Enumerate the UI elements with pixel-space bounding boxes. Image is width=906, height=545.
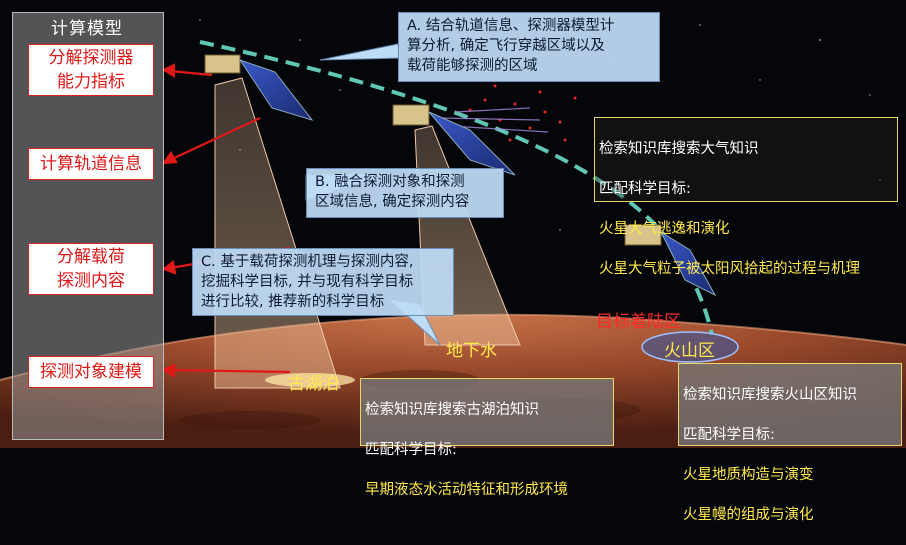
volcano-region-marker: [641, 331, 739, 363]
atmosphere-goal-1: 火星大气逃逸和演化: [599, 221, 730, 237]
satellite-1: [204, 54, 314, 121]
callout-a: A. 结合轨道信息、探测器模型计 算分析, 确定飞行穿越区域以及 载荷能够探测的…: [398, 12, 660, 82]
atmosphere-knowledge-box: 检索知识库搜索大气知识 匹配科学目标: 火星大气逃逸和演化 火星大气粒子被太阳风…: [594, 117, 898, 277]
satellite-3: [624, 224, 717, 297]
payload-content-box: 分解载荷 探测内容: [28, 243, 154, 295]
solar-wind-particles: [439, 84, 577, 142]
volcano-match-text: 匹配科学目标:: [683, 427, 775, 443]
ancient-lake-glow: [265, 373, 355, 387]
object-modeling-box: 探测对象建模: [28, 356, 154, 388]
panel-title: 计算模型: [51, 19, 123, 39]
volcano-search-text: 检索知识库搜索火山区知识: [683, 387, 857, 403]
callout-c: C. 基于载荷探测机理与探测内容, 挖掘科学目标, 并与现有科学目标 进行比较,…: [192, 248, 454, 316]
lake-match-text: 匹配科学目标:: [365, 442, 457, 458]
volcano-knowledge-box: 检索知识库搜索火山区知识 匹配科学目标: 火星地质构造与演变 火星幔的组成与演化: [678, 363, 902, 523]
landing-zone-label: 目标着陆区: [596, 312, 681, 332]
atmosphere-goal-2: 火星大气粒子被太阳风拾起的过程与机理: [599, 261, 860, 277]
underground-water-label: 地下水: [446, 341, 497, 361]
volcano-area-label: 火山区: [664, 341, 715, 361]
ancient-lake-label: 古湖泊: [288, 374, 339, 394]
volcano-goal-2: 火星幔的组成与演化: [683, 507, 814, 523]
atmosphere-match-text: 匹配科学目标:: [599, 181, 691, 197]
volcano-goal-1: 火星地质构造与演变: [683, 467, 814, 483]
orbit-info-box: 计算轨道信息: [28, 148, 154, 180]
orbit-path: [199, 40, 714, 336]
callout-b: B. 融合探测对象和探测 区域信息, 确定探测内容: [306, 168, 504, 218]
lake-goal-1: 早期液态水活动特征和形成环境: [365, 482, 568, 498]
atmosphere-search-text: 检索知识库搜索大气知识: [599, 141, 759, 157]
lake-knowledge-box: 检索知识库搜索古湖泊知识 匹配科学目标: 早期液态水活动特征和形成环境: [360, 378, 614, 498]
satellite-2: [392, 104, 516, 176]
lake-search-text: 检索知识库搜索古湖泊知识: [365, 402, 539, 418]
decompose-capability-box: 分解探测器 能力指标: [28, 44, 154, 96]
